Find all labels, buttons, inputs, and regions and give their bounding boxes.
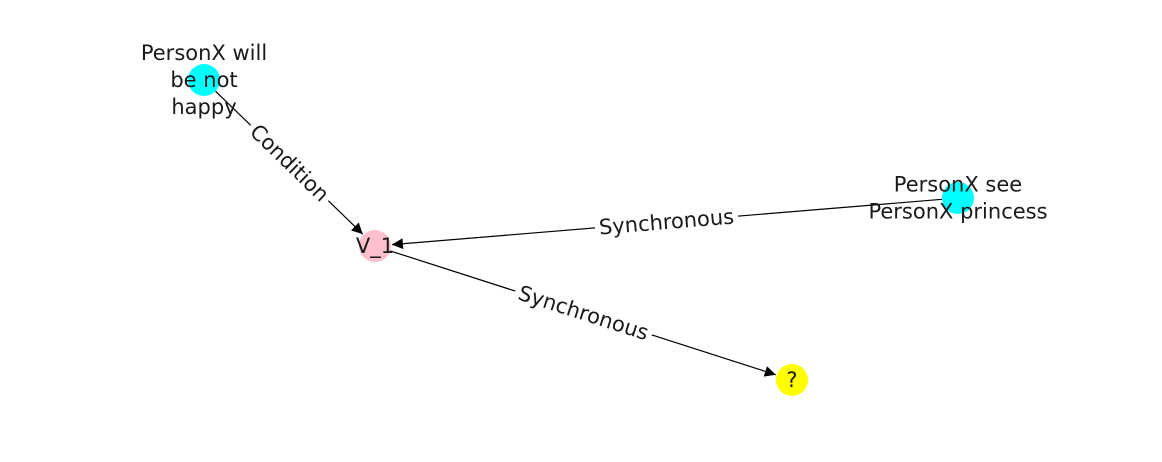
node-n4-circle	[776, 364, 808, 396]
node-label-line: V_1	[356, 234, 394, 259]
node-n4-label: ?	[786, 368, 797, 392]
node-label-line: PersonX will	[141, 41, 267, 65]
edge-label-group: Synchronous	[593, 203, 740, 241]
edge-label-background	[511, 278, 656, 348]
node-n3-circle	[942, 182, 974, 214]
nodes-layer	[188, 64, 974, 396]
node-label-line: be not	[170, 68, 237, 92]
node-label-line: happy	[171, 95, 236, 119]
node-label-line: PersonX princess	[868, 200, 1047, 224]
edge-label-background	[241, 115, 338, 211]
edge-label: Condition	[245, 119, 334, 206]
node-label-line: PersonX see	[894, 173, 1022, 197]
edge-label-group: Synchronous	[511, 278, 656, 348]
node-n2-label: V_1	[356, 234, 394, 259]
edges-layer	[215, 90, 943, 377]
edge-label-group: Condition	[241, 115, 338, 211]
node-n1-label: PersonX will be not happy	[141, 41, 267, 119]
node-n2-circle	[359, 230, 391, 262]
edge-label-background	[593, 203, 740, 241]
node-n1-circle	[188, 64, 220, 96]
node-label-line: ?	[786, 368, 797, 392]
edge-label: Synchronous	[515, 281, 651, 345]
